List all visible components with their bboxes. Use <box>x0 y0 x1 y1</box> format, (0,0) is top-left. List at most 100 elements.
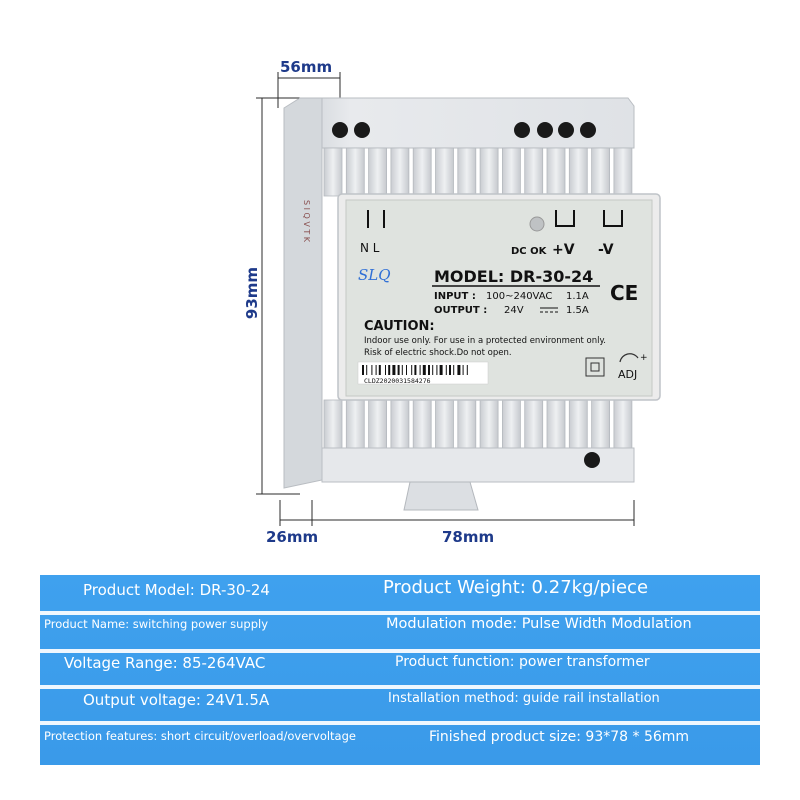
cooling-fin <box>591 399 610 451</box>
minus-v-label: -V <box>598 242 614 258</box>
barcode-bar <box>385 365 386 375</box>
spec-output-voltage: Output voltage: 24V1.5A <box>83 691 270 709</box>
spec-panel: Product Model: DR-30-24 Product Name: sw… <box>40 575 760 765</box>
barcode-bar <box>466 365 468 375</box>
cooling-fin <box>412 399 432 451</box>
cooling-fin <box>390 147 410 197</box>
barcode-bar <box>375 365 377 375</box>
input-label: INPUT : <box>434 291 476 302</box>
dimension-lines <box>256 72 635 526</box>
terminal-nl-label: N L <box>360 241 380 255</box>
barcode-bar <box>453 365 455 375</box>
barcode-bar <box>397 365 400 375</box>
caution-title: CAUTION: <box>364 319 435 334</box>
barcode-bar <box>411 365 413 375</box>
cooling-fin <box>501 399 521 451</box>
adj-pot <box>590 362 600 372</box>
cooling-fin <box>435 147 454 197</box>
brand-logo: SLQ <box>358 266 391 284</box>
cooling-fin <box>457 399 477 451</box>
input-value: 100~240VAC <box>486 291 552 302</box>
adj-arrow-icon <box>619 353 639 363</box>
cooling-fin <box>435 399 454 451</box>
housing-bottom <box>321 447 635 483</box>
spec-divider <box>40 611 760 615</box>
adj-label: ADJ <box>618 368 637 381</box>
barcode-bar <box>462 365 464 375</box>
dimension-height: 93mm <box>243 266 262 320</box>
barcode-bar <box>439 365 443 375</box>
cooling-fin <box>591 147 610 197</box>
spec-divider <box>40 721 760 725</box>
barcode-bar <box>392 365 396 375</box>
terminal-screw-bottom <box>584 452 600 468</box>
barcode-bar <box>449 365 451 375</box>
spec-product-function: Product function: power transformer <box>395 654 650 670</box>
cooling-fin <box>345 399 365 451</box>
model-label: MODEL: DR-30-24 <box>434 267 593 286</box>
plus-v-label: +V <box>552 242 575 258</box>
barcode-bar <box>457 365 461 375</box>
spec-product-name: Product Name: switching power supply <box>44 617 269 631</box>
cooling-fin <box>546 399 566 451</box>
spec-modulation-mode: Modulation mode: Pulse Width Modulation <box>386 616 692 632</box>
caution-line-1: Indoor use only. For use in a protected … <box>364 336 606 346</box>
housing-top <box>300 97 635 149</box>
barcode-bar <box>401 365 403 375</box>
spec-installation: Installation method: guide rail installa… <box>388 691 660 706</box>
side-label-text: S I Q V T K <box>302 200 311 243</box>
barcode-bar <box>406 365 407 375</box>
cooling-fin <box>323 399 343 451</box>
output-current: 1.5A <box>566 305 589 316</box>
cooling-fin <box>568 147 588 197</box>
barcode-bar <box>419 365 421 375</box>
barcode <box>362 365 468 375</box>
caution-line-2: Risk of electric shock.Do not open. <box>364 348 512 358</box>
cooling-fin <box>613 147 633 197</box>
ce-mark: CE <box>610 281 638 305</box>
spec-voltage-range: Voltage Range: 85-264VAC <box>64 654 266 672</box>
spec-finished-size: Finished product size: 93*78 * 56mm <box>429 729 690 745</box>
cooling-fin <box>501 147 521 197</box>
barcode-bar <box>366 365 368 375</box>
cooling-fin <box>368 399 388 451</box>
cooling-fin <box>390 399 410 451</box>
cooling-fin <box>524 147 544 197</box>
product-photo: N L DC OK +V -V SLQ MODEL: DR-30-24 INPU… <box>256 72 661 526</box>
input-current: 1.1A <box>566 291 589 302</box>
dimension-depth: 56mm <box>280 58 333 76</box>
terminal-screws-top <box>332 122 596 138</box>
adj-pot-frame <box>585 357 605 377</box>
barcode-bar <box>378 365 381 375</box>
cooling-fin <box>412 147 432 197</box>
barcode-bar <box>432 365 434 375</box>
barcode-bar <box>436 365 438 375</box>
spec-product-model: Product Model: DR-30-24 <box>83 581 270 599</box>
cooling-fins-lower <box>323 399 633 451</box>
cooling-fin <box>568 399 588 451</box>
dc-ok-led <box>529 216 545 232</box>
cooling-fin <box>368 147 388 197</box>
cooling-fin <box>345 147 365 197</box>
dc-ok-label: DC OK <box>511 246 548 257</box>
barcode-bar <box>445 365 447 375</box>
adj-plus-icon: + <box>640 353 648 363</box>
spec-divider <box>40 685 760 689</box>
barcode-bar <box>362 365 364 375</box>
barcode-bar <box>388 365 391 375</box>
spec-divider <box>40 649 760 653</box>
housing-side <box>283 97 323 489</box>
output-label: OUTPUT : <box>434 305 487 316</box>
dimension-width: 78mm <box>442 528 495 546</box>
cooling-fin <box>479 399 499 451</box>
spec-product-weight: Product Weight: 0.27kg/piece <box>383 577 649 598</box>
cooling-fin <box>479 147 499 197</box>
output-value: 24V <box>504 305 524 316</box>
cooling-fin <box>524 399 544 451</box>
serial-number: CLDZ2020031584276 <box>364 377 431 385</box>
dimension-rail: 26mm <box>266 528 319 546</box>
barcode-bar <box>414 365 417 375</box>
rail-clip <box>403 481 479 511</box>
cooling-fin <box>457 147 477 197</box>
spec-protection: Protection features: short circuit/overl… <box>44 729 356 743</box>
